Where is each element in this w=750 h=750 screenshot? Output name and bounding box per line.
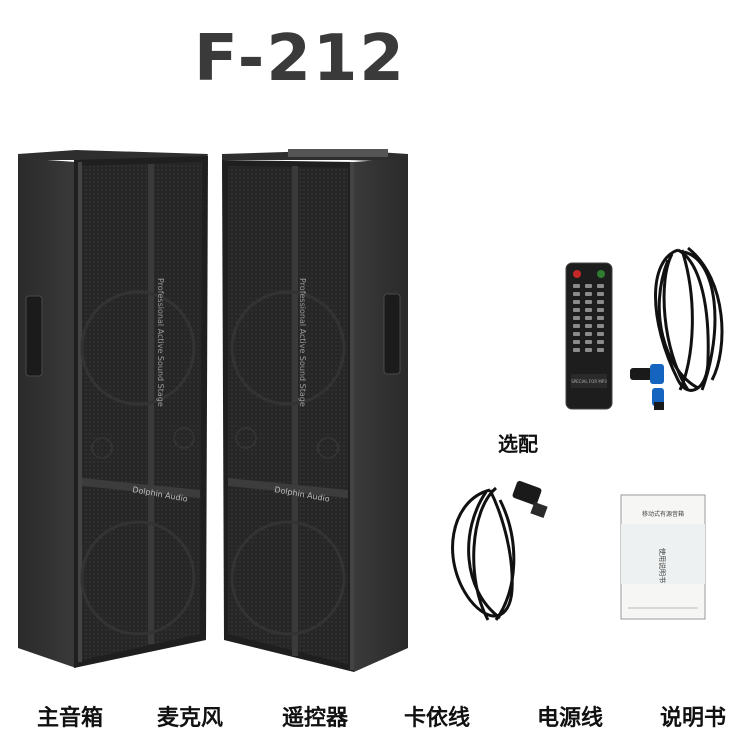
speakon-cable-image xyxy=(628,240,740,414)
optional-accessory-label: 选配 xyxy=(498,432,538,456)
caption-speakon-cable: 卡依线 xyxy=(404,706,471,731)
manual-title-vertical: 使用说明书 xyxy=(658,548,667,583)
power-cable-image xyxy=(440,470,550,634)
grille-vertical-text: Professional Active Sound Stage xyxy=(156,278,165,407)
right-speaker-image: Professional Active Sound Stage Dolphin … xyxy=(218,148,413,680)
caption-main-speaker: 主音箱 xyxy=(37,706,104,731)
user-manual-image: 移动式有源音箱 使用说明书 xyxy=(620,494,706,624)
product-model-title: F-212 xyxy=(194,22,406,96)
caption-remote-control: 遥控器 xyxy=(282,706,349,731)
remote-control-image: SPECIAL FOR MP3 xyxy=(565,262,613,414)
manual-heading: 移动式有源音箱 xyxy=(642,510,684,518)
left-speaker-image: Professional Active Sound Stage Dolphin … xyxy=(16,148,211,680)
caption-microphone: 麦克风 xyxy=(157,706,224,731)
grille-vertical-text: Professional Active Sound Stage xyxy=(298,278,307,407)
caption-row: 主音箱 麦克风 遥控器 卡依线 电源线 说明书 xyxy=(0,700,750,740)
caption-power-cable: 电源线 xyxy=(537,706,604,731)
caption-manual: 说明书 xyxy=(660,706,727,731)
remote-label: SPECIAL FOR MP3 xyxy=(571,379,607,384)
